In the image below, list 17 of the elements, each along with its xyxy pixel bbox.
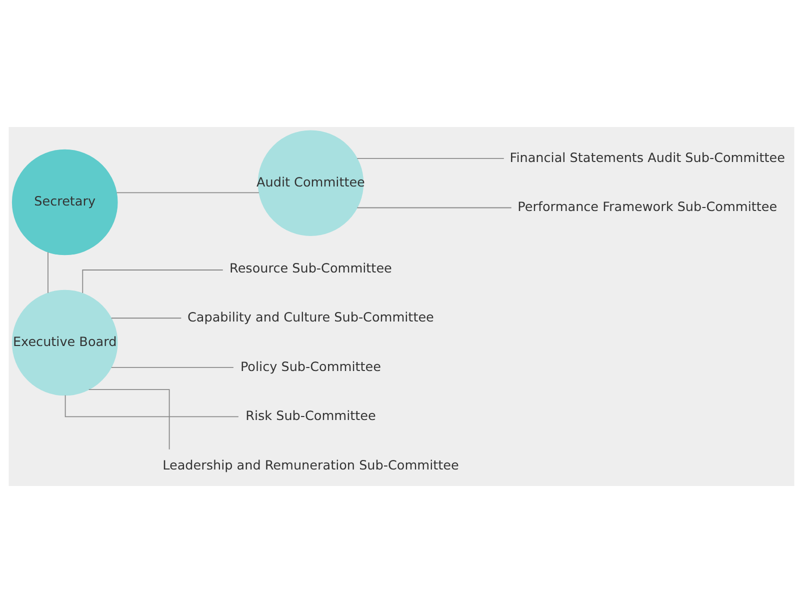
node-circle: Secretary xyxy=(12,148,118,255)
node-text: Performance Framework Sub-Committee xyxy=(518,200,778,215)
node-text: Leadership and Remuneration Sub-Committee xyxy=(162,458,459,473)
node-circle: Executive Board xyxy=(12,289,118,396)
node-text: Capability and Culture Sub-Committee xyxy=(188,310,434,326)
node-text: Financial Statements Audit Sub-Committee xyxy=(510,150,785,166)
node-circle: Audit Committee xyxy=(258,130,364,236)
connector xyxy=(82,269,224,293)
connector xyxy=(356,206,512,208)
node-text: Policy Sub-Committee xyxy=(240,359,381,374)
node-text: Risk Sub-Committee xyxy=(246,408,376,424)
connector xyxy=(110,317,182,318)
connector xyxy=(64,394,239,417)
connector xyxy=(116,192,260,193)
connector xyxy=(88,388,170,450)
connector xyxy=(110,366,234,368)
node-text: Resource Sub-Committee xyxy=(230,260,392,276)
